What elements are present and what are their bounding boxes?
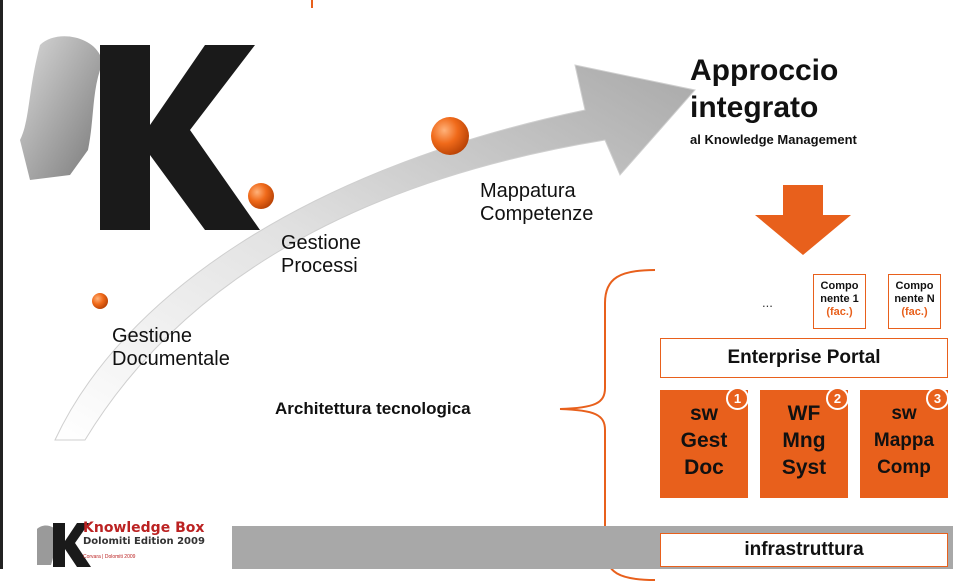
top-accent-mark — [311, 0, 313, 8]
module-wf-mng-syst: WF Mng Syst 2 — [760, 387, 849, 498]
module-gest-doc: sw Gest Doc 1 — [660, 387, 749, 498]
stage-dot-2 — [248, 183, 274, 209]
stage-dot-3 — [431, 117, 469, 155]
component-1-box: Compo nente 1 (fac.) — [813, 274, 866, 329]
k-logo-image — [20, 36, 260, 230]
slide-frame-left — [0, 0, 3, 569]
module-3-number-badge: 3 — [926, 387, 949, 410]
module-2-line3: Syst — [781, 456, 827, 479]
stage-label-competenze: Mappatura Competenze — [480, 180, 594, 225]
infrastructure-box: infrastruttura — [660, 533, 948, 567]
module-2-line2: Mng — [782, 429, 826, 452]
module-1-line2: Gest — [680, 429, 728, 452]
logo-title: Knowledge Box — [83, 520, 205, 536]
component-1-line2: nente 1 — [820, 293, 859, 305]
approach-title: Approccio integrato — [690, 52, 838, 126]
approach-title-line2: integrato — [690, 91, 819, 124]
stage-label-processi: Gestione Processi — [281, 232, 362, 277]
approach-subtitle: al Knowledge Management — [690, 132, 857, 147]
architecture-label: Architettura tecnologica — [275, 399, 471, 418]
module-mappa-comp: sw Mappa Comp 3 — [860, 387, 949, 498]
logo-footer-text: Corvara | Dolomiti 2009 — [83, 554, 136, 560]
enterprise-portal-box: Enterprise Portal — [660, 338, 948, 378]
component-n-line1: Compo — [895, 280, 934, 292]
stage-label-documentale: Gestione Documentale — [112, 325, 230, 370]
module-3-line1: sw — [891, 403, 917, 424]
module-2-line1: WF — [787, 402, 821, 425]
component-n-box: Compo nente N (fac.) — [888, 274, 941, 329]
component-n-tag: (fac.) — [901, 306, 928, 318]
down-arrow-icon — [755, 185, 851, 255]
module-1-line3: Doc — [684, 456, 724, 479]
module-1-line1: sw — [689, 402, 718, 425]
component-n-line2: nente N — [894, 293, 935, 305]
logo-subtitle: Dolomiti Edition 2009 — [83, 536, 205, 547]
component-1-tag: (fac.) — [826, 306, 853, 318]
module-2-number-badge: 2 — [826, 387, 849, 410]
component-1-line1: Compo — [820, 280, 859, 292]
more-components-ellipsis: ... — [762, 295, 773, 310]
module-3-line2: Mappa — [873, 430, 935, 451]
approach-title-line1: Approccio — [690, 54, 839, 87]
module-3-line3: Comp — [877, 457, 931, 478]
arrow-body — [54, 64, 696, 441]
growth-arrow — [20, 36, 696, 441]
knowledge-box-logo — [37, 523, 91, 567]
stage-dot-1 — [92, 293, 108, 309]
module-1-number-badge: 1 — [726, 387, 749, 410]
